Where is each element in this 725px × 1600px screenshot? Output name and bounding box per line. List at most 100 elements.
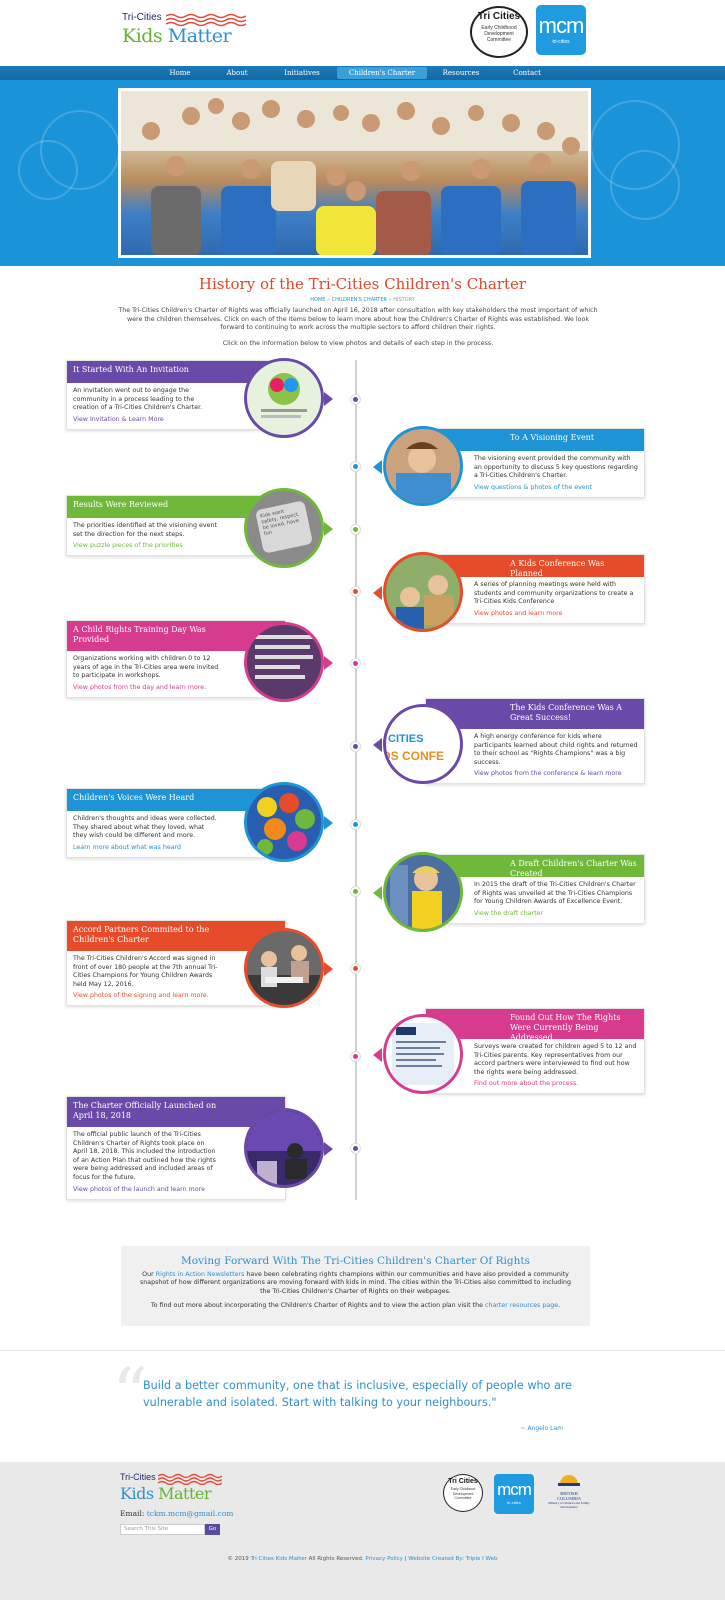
copyright-site-link[interactable]: Tri Cities Kids Matter — [250, 1556, 307, 1562]
nav-childrens-charter[interactable]: Children's Charter — [337, 67, 427, 79]
pointer-arrow — [324, 962, 333, 976]
card-title: Accord Partners Commited to the Children… — [67, 921, 285, 951]
card-body: The priorities identified at the visioni… — [73, 522, 217, 538]
search-go-button[interactable]: Go — [205, 1524, 220, 1535]
privacy-policy-link[interactable]: Privacy Policy — [365, 1556, 403, 1562]
footer-kids-matter-logo[interactable]: Tri-Cities Kids Matter — [120, 1472, 225, 1507]
website-credit-link[interactable]: Website Created By: Triple I Web — [408, 1556, 498, 1562]
breadcrumb-home[interactable]: HOME — [310, 297, 326, 303]
accord-signing-image[interactable] — [244, 928, 324, 1008]
visioning-event-image[interactable] — [383, 426, 463, 506]
card-body: Organizations working with children 0 to… — [73, 655, 219, 680]
breadcrumb-section[interactable]: CHILDREN'S CHARTER — [331, 297, 387, 303]
launch-thumb — [247, 1111, 321, 1185]
footer-logo-kids: Kids — [120, 1484, 154, 1503]
moving-forward-paragraph-2: To find out more about incorporating the… — [121, 1302, 590, 1310]
card-title: Children's Voices Were Heard — [67, 789, 285, 811]
invitation-image[interactable] — [244, 358, 324, 438]
search-input[interactable]: Search This Site — [120, 1524, 205, 1535]
group-photo — [118, 88, 591, 258]
footer-mcm-logo[interactable]: mcm tri-cities — [494, 1474, 534, 1514]
main-nav: Home About Initiatives Children's Charte… — [0, 66, 725, 80]
card-title: It Started With An Invitation — [67, 361, 285, 383]
nav-resources[interactable]: Resources — [442, 69, 480, 77]
card-link[interactable]: View photos of the signing and learn mor… — [73, 992, 209, 1000]
logo-top-text: Tri-Cities — [122, 12, 162, 23]
moving-forward-title: Moving Forward With The Tri-Cities Child… — [181, 1255, 530, 1267]
timeline-card[interactable]: The Charter Officially Launched on April… — [66, 1096, 286, 1200]
bc-sun-icon — [558, 1475, 580, 1486]
intro-instruction: Click on the information below to view p… — [222, 340, 494, 347]
pointer-arrow — [324, 656, 333, 670]
timeline-dot — [351, 462, 360, 471]
pointer-arrow — [373, 586, 382, 600]
card-link[interactable]: View puzzle pieces of the priorities — [73, 542, 183, 550]
email-link[interactable]: tckm.mcm@gmail.com — [146, 1509, 234, 1518]
footer-logo-main: Kids Matter — [120, 1484, 212, 1503]
nav-home[interactable]: Home — [169, 69, 191, 77]
visioning-thumb — [396, 442, 451, 503]
card-title: A Kids Conference Was Planned — [426, 555, 644, 578]
mcm-subtitle: tri-cities — [552, 39, 570, 45]
puzzle-piece-text: Kids want safety, respect, be loved, hav… — [254, 500, 314, 554]
training-day-image[interactable] — [244, 622, 324, 702]
copyright-line: © 2019 Tri Cities Kids Matter All Rights… — [0, 1556, 725, 1562]
timeline-card[interactable]: The Kids Conference Was A Great Success!… — [425, 698, 645, 785]
card-link[interactable]: View photos from the conference & learn … — [474, 770, 622, 778]
launch-image[interactable] — [244, 1108, 324, 1188]
card-body: In 2015 the draft of the Tri-Cities Chil… — [474, 881, 636, 906]
conference-success-image[interactable]: CITIES DS CONFE — [383, 704, 463, 784]
card-link[interactable]: View questions & photos of the event — [474, 483, 593, 491]
bc-title: BRITISH COLUMBIA — [556, 1491, 581, 1501]
breadcrumb-sep: » — [326, 297, 331, 303]
signing-thumb — [247, 945, 321, 1005]
charter-resources-link[interactable]: charter resources page — [485, 1302, 559, 1310]
timeline-dot — [351, 525, 360, 534]
footer-logo-matter: Matter — [158, 1484, 212, 1503]
logo-matter-text: Matter — [167, 25, 232, 47]
childrens-voices-image[interactable] — [244, 782, 324, 862]
training-thumb — [255, 635, 315, 679]
quote-text: Build a better community, one that is in… — [143, 1379, 573, 1409]
card-link[interactable]: View photos and learn more — [474, 609, 563, 617]
card-link[interactable]: Learn more about what was heard — [73, 843, 182, 851]
draft-charter-image[interactable] — [383, 852, 463, 932]
hero-banner — [0, 80, 725, 266]
card-link[interactable]: View the draft charter — [474, 909, 544, 917]
card-body: The Tri-Cities Children's Accord was sig… — [73, 955, 218, 988]
pointer-arrow — [373, 1048, 382, 1062]
card-body: The official public launch of the Tri-Ci… — [73, 1131, 216, 1181]
footer-mcm-sub: tri-cities — [507, 1500, 521, 1505]
footer-ecd-logo[interactable]: Tri Cities Early Childhood Development C… — [443, 1474, 483, 1512]
bc-subtitle: Ministry of Children and Family Developm… — [548, 1501, 590, 1509]
card-link[interactable]: View photos of the launch and learn more — [73, 1185, 205, 1193]
decorative-ring — [18, 140, 78, 200]
card-link[interactable]: View photos from the day and learn more. — [73, 683, 207, 691]
timeline-dot — [351, 587, 360, 596]
breadcrumb-current: HISTORY — [393, 297, 415, 303]
mcm-logo[interactable]: mcm tri-cities — [536, 5, 586, 55]
newsletters-link[interactable]: Rights in Action Newsletters — [155, 1271, 245, 1278]
text: Our — [142, 1271, 154, 1278]
bc-government-logo[interactable]: BRITISH COLUMBIA Ministry of Children an… — [548, 1470, 590, 1516]
page-title: History of the Tri-Cities Children's Cha… — [198, 275, 527, 293]
ecd-committee-logo[interactable]: Tri Cities Early Childhood Development C… — [470, 6, 528, 58]
logo-main-text: Kids Matter — [122, 25, 232, 47]
card-link[interactable]: Find out more about the process. — [474, 1080, 579, 1088]
card-body: An invitation went out to engage the com… — [73, 387, 203, 412]
kids-matter-logo[interactable]: Tri-Cities Kids Matter — [122, 10, 247, 50]
timeline-card[interactable]: Accord Partners Commited to the Children… — [66, 920, 286, 1007]
kids-conference-planning-image[interactable] — [383, 552, 463, 632]
survey-image[interactable] — [383, 1014, 463, 1094]
puzzle-image[interactable]: Kids want safety, respect, be loved, hav… — [244, 488, 324, 568]
logo-kids-text: Kids — [122, 25, 163, 47]
nav-contact[interactable]: Contact — [513, 69, 541, 77]
nav-initiatives[interactable]: Initiatives — [284, 69, 320, 77]
nav-about[interactable]: About — [226, 69, 248, 77]
card-body: The visioning event provided the communi… — [474, 455, 638, 480]
card-link[interactable]: View Invitation & Learn More — [73, 415, 164, 423]
card-title: A Draft Children's Charter Was Created — [426, 855, 644, 878]
mcm-mark: mcm — [538, 13, 585, 38]
separator: | — [404, 1556, 407, 1562]
